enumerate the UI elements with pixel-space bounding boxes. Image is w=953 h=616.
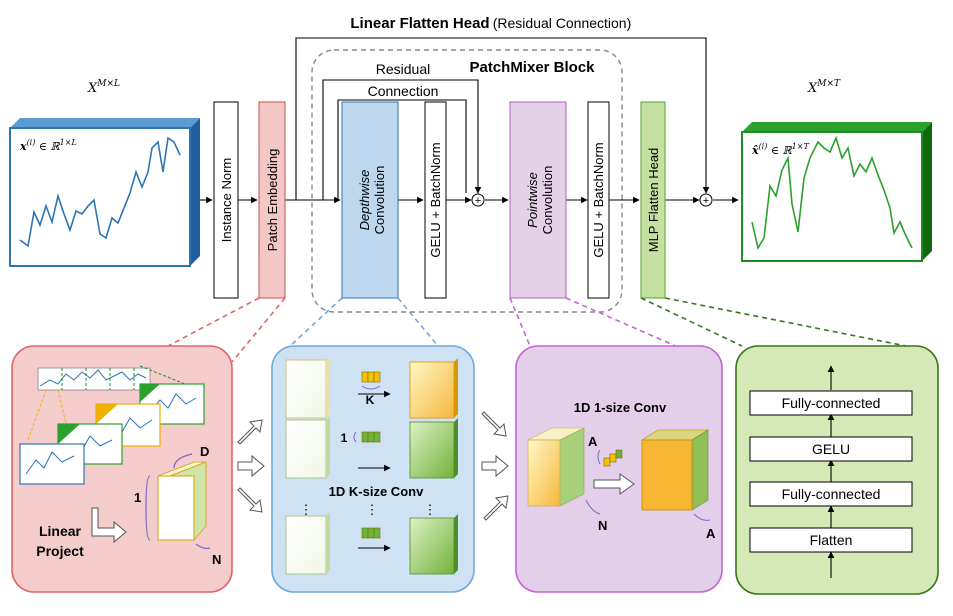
inner-residual-connection xyxy=(322,79,482,200)
svg-text:Convolution: Convolution xyxy=(372,166,387,235)
svg-text:GELU + BatchNorm: GELU + BatchNorm xyxy=(428,142,443,257)
residual-add-1: + xyxy=(471,193,485,207)
input-label: x(i) ∈ ℝ1×L xyxy=(19,138,77,153)
detail-connectors xyxy=(167,297,907,363)
mlp-head-panel: Fully-connected GELU Fully-connected Fla… xyxy=(735,345,939,595)
svg-text:Instance Norm: Instance Norm xyxy=(219,158,234,243)
svg-text:Flatten: Flatten xyxy=(810,532,853,548)
instance-norm-block: Instance Norm xyxy=(213,101,239,299)
ellipsis-2: ⋮ xyxy=(366,502,379,517)
linear-flatten-head-title: Linear Flatten Head xyxy=(350,15,489,32)
patchmixer-block-title: PatchMixer Block xyxy=(469,59,595,76)
mlp-layer-flatten: Flatten xyxy=(749,527,913,553)
connection-label: Connection xyxy=(368,83,439,99)
output-dimension: XM×T xyxy=(807,79,841,96)
depthwise-convolution-block: Depthwise Convolution xyxy=(341,101,399,299)
svg-text:Patch Embedding: Patch Embedding xyxy=(265,149,280,252)
svg-text:+: + xyxy=(703,195,709,207)
svg-text:GELU + BatchNorm: GELU + BatchNorm xyxy=(591,142,606,257)
kernel-k-label: K xyxy=(366,393,375,407)
residual-label: Residual xyxy=(376,61,430,77)
pointwise-a-label-1: A xyxy=(588,434,598,449)
svg-text:Pointwise: Pointwise xyxy=(525,172,540,228)
depthwise-panel: K 1 1D K-size Conv ⋮ ⋮ ⋮ xyxy=(271,345,475,593)
mlp-flatten-head-block: MLP Flatten Head xyxy=(640,101,666,299)
kernel-one-label: 1 xyxy=(341,431,348,445)
patch-embedding-block: Patch Embedding xyxy=(258,101,286,299)
patch-embedding-panel: D 1 N Linear Project xyxy=(11,345,233,593)
pointwise-panel: 1D 1-size Conv N A A xyxy=(515,345,723,593)
svg-text:Convolution: Convolution xyxy=(540,166,555,235)
svg-text:+: + xyxy=(475,195,481,207)
svg-text:GELU: GELU xyxy=(812,441,850,457)
panel-transition-arrows xyxy=(237,411,509,521)
svg-text:Fully-connected: Fully-connected xyxy=(782,395,881,411)
residual-add-2: + xyxy=(699,193,713,207)
project-label: Project xyxy=(36,543,84,559)
pointwise-panel-title: 1D 1-size Conv xyxy=(574,400,667,415)
input-series-plot: x(i) ∈ ℝ1×L xyxy=(9,118,200,267)
patchmixer-block-frame xyxy=(311,49,623,313)
output-label: x̂(i) ∈ ℝ1×T xyxy=(751,142,809,157)
mlp-layer-fc-top: Fully-connected xyxy=(749,390,913,416)
gelu-batchnorm-block-2: GELU + BatchNorm xyxy=(587,101,610,299)
mlp-layer-gelu: GELU xyxy=(749,436,913,462)
pointwise-a-label-2: A xyxy=(706,526,716,541)
depthwise-panel-title: 1D K-size Conv xyxy=(329,484,424,499)
linear-label: Linear xyxy=(39,523,82,539)
linear-flatten-head-subtitle: (Residual Connection) xyxy=(493,15,632,31)
outer-residual-connection xyxy=(295,37,710,200)
svg-text:MLP Flatten Head: MLP Flatten Head xyxy=(646,148,661,253)
ellipsis-1: ⋮ xyxy=(300,502,313,517)
input-dimension: XM×L xyxy=(87,79,120,96)
svg-text:Fully-connected: Fully-connected xyxy=(782,486,881,502)
embedding-n-label: N xyxy=(212,552,221,567)
ellipsis-3: ⋮ xyxy=(424,502,437,517)
mlp-layer-fc-bottom: Fully-connected xyxy=(749,481,913,507)
svg-text:Depthwise: Depthwise xyxy=(357,170,372,231)
pointwise-n-label: N xyxy=(598,518,607,533)
embedding-one-label: 1 xyxy=(134,490,141,505)
gelu-batchnorm-block-1: GELU + BatchNorm xyxy=(424,101,447,299)
output-series-plot: x̂(i) ∈ ℝ1×T xyxy=(741,122,932,262)
pointwise-convolution-block: Pointwise Convolution xyxy=(509,101,567,299)
embedding-d-label: D xyxy=(200,444,209,459)
